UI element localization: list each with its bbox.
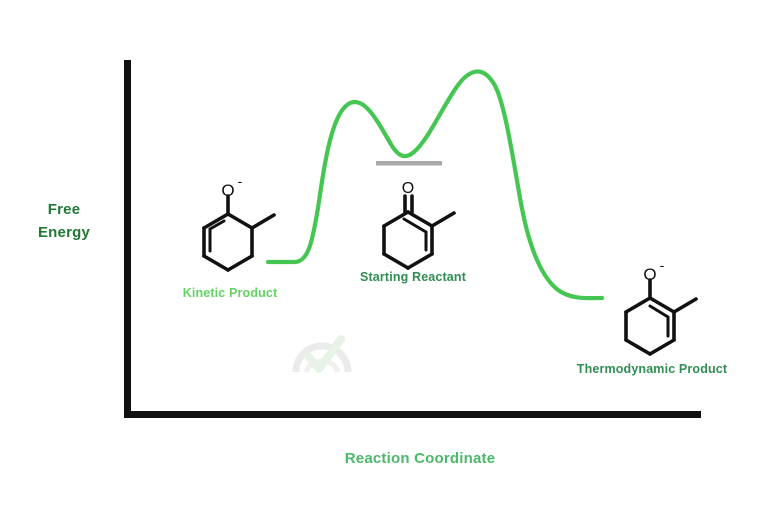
- kinetic-enolate-oxygen-label: O -: [221, 173, 242, 200]
- thermodynamic-product-label: Thermodynamic Product: [576, 362, 728, 376]
- kinetic-negative-charge: -: [238, 173, 243, 189]
- starting-ketone-structure: [382, 194, 456, 270]
- kinetic-product-label: Kinetic Product: [182, 286, 278, 300]
- thermodynamic-enolate-structure: [624, 278, 698, 356]
- checkmark-logo-watermark: [288, 332, 358, 378]
- kinetic-oxygen-atom: O: [221, 181, 234, 200]
- y-axis-label-line1: Free: [47, 201, 81, 218]
- starting-reactant-label: Starting Reactant: [359, 270, 467, 284]
- x-axis: [124, 411, 701, 418]
- x-axis-label: Reaction Coordinate: [344, 450, 496, 467]
- thermodynamic-negative-charge: -: [660, 257, 665, 273]
- thermodynamic-enolate-oxygen-label: O -: [643, 257, 664, 284]
- starting-reactant-level-bar: [376, 161, 442, 166]
- starting-ketone-oxygen-label: O: [402, 180, 414, 197]
- y-axis-label: Free Energy: [12, 198, 116, 245]
- thermodynamic-oxygen-atom: O: [643, 265, 656, 284]
- ketone-oxygen-atom: O: [402, 180, 414, 197]
- y-axis: [124, 60, 131, 418]
- energy-profile-curve: [265, 69, 605, 301]
- kinetic-enolate-structure: [202, 194, 276, 272]
- y-axis-label-line2: Energy: [37, 224, 91, 242]
